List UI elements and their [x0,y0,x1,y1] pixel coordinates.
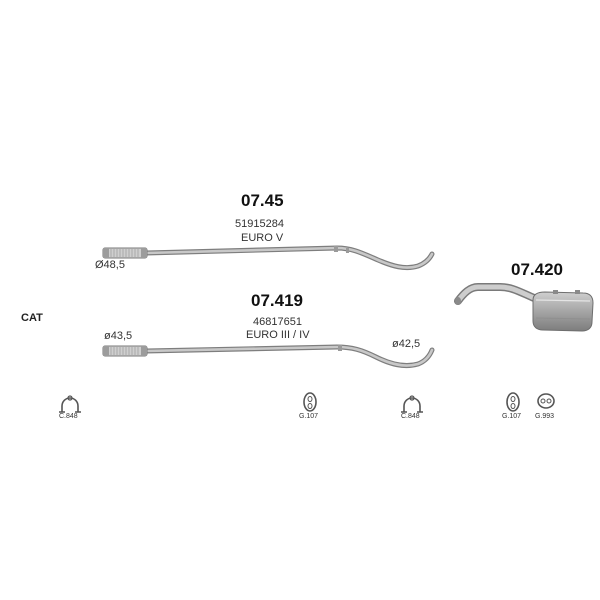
rubber-hanger-icon [506,392,520,412]
flex-joint-07-419 [102,345,148,357]
rear-muffler-07-420 [454,283,594,332]
diameter-label: Ø48,5 [95,259,125,271]
part-ref-07-45: 51915284 [235,218,284,230]
clamp-icon [59,395,81,413]
accessory-label[interactable]: C.848 [401,413,420,420]
rubber-ring-icon [537,393,555,409]
part-norm-07-45: EURO V [241,232,284,244]
part-ref-07-419: 46817651 [253,316,302,328]
pipe-07-419 [102,344,435,369]
accessory-label[interactable]: G.993 [535,413,555,420]
part-code-07-419[interactable]: 07.419 [251,291,303,310]
diameter-label: ø43,5 [104,330,133,342]
accessory-label[interactable]: G.107 [299,413,319,420]
part-norm-07-419: EURO III / IV [246,329,310,341]
pipe-07-45 [102,245,435,271]
section-label-cat: CAT [21,312,43,324]
part-code-07-45[interactable]: 07.45 [241,191,284,210]
rubber-hanger-icon [303,392,317,412]
accessory-label[interactable]: G.107 [502,413,522,420]
flex-joint-07-45 [102,247,148,259]
accessory-label[interactable]: C.848 [59,413,78,420]
clamp-icon [401,395,423,413]
part-code-07-420[interactable]: 07.420 [511,260,563,279]
diameter-label: ø42,5 [392,338,421,350]
